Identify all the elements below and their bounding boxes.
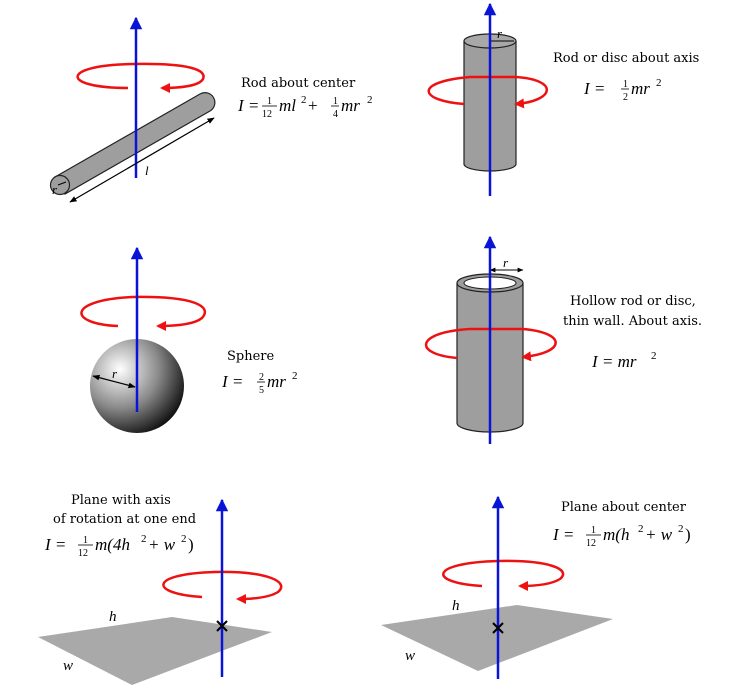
svg-text:2: 2 bbox=[638, 523, 644, 535]
svg-text:2: 2 bbox=[259, 372, 264, 383]
svg-text:+ w: + w bbox=[645, 525, 673, 544]
formula: I = 1 12 m(h 2 + w 2 ) bbox=[552, 523, 691, 549]
radius-label: r bbox=[497, 26, 503, 41]
radius-label: r bbox=[52, 182, 58, 197]
formula: I = 1 2 mr 2 bbox=[583, 77, 662, 103]
svg-text:I =: I = bbox=[221, 372, 243, 391]
svg-text:mr: mr bbox=[341, 96, 360, 115]
svg-text:I =: I = bbox=[583, 79, 605, 98]
svg-text:12: 12 bbox=[78, 548, 88, 559]
rotation-arrow bbox=[80, 295, 207, 331]
panel-sphere: r Sphere I = 2 5 mr 2 bbox=[80, 246, 298, 433]
length-dimension bbox=[69, 117, 215, 203]
panel-title: Rod or disc about axis bbox=[553, 51, 699, 66]
panel-hollow: r Hollow rod or disc, thin wall. About a… bbox=[425, 235, 702, 444]
pivot-mark bbox=[216, 620, 228, 632]
panel-plane-center: h w Plane about center I = 1 12 m(h 2 + … bbox=[381, 495, 691, 679]
svg-text:1: 1 bbox=[591, 525, 596, 536]
rotation-arrow bbox=[442, 559, 565, 591]
svg-text:1: 1 bbox=[333, 96, 338, 107]
panel-title-line1: Hollow rod or disc, bbox=[570, 294, 696, 309]
svg-text:2: 2 bbox=[141, 533, 147, 545]
svg-text:2: 2 bbox=[301, 94, 307, 106]
plane-shape bbox=[38, 617, 272, 685]
svg-text:mr: mr bbox=[631, 79, 650, 98]
svg-text:1: 1 bbox=[623, 79, 628, 90]
formula: I = 2 5 mr 2 bbox=[221, 370, 298, 396]
panel-plane-end: h w Plane with axis of rotation at one e… bbox=[38, 493, 283, 685]
svg-text:2: 2 bbox=[292, 370, 298, 382]
svg-text:2: 2 bbox=[367, 94, 373, 106]
svg-text:12: 12 bbox=[586, 538, 596, 549]
svg-text:12: 12 bbox=[262, 109, 272, 120]
rotation-arrow bbox=[427, 75, 548, 109]
formula: I = mr 2 bbox=[591, 350, 657, 371]
svg-text:2: 2 bbox=[651, 350, 657, 362]
svg-text:+ w: + w bbox=[148, 535, 176, 554]
svg-text:2: 2 bbox=[181, 533, 187, 545]
rotation-arrow bbox=[162, 570, 283, 604]
svg-text:2: 2 bbox=[623, 92, 628, 103]
radius-label: r bbox=[503, 255, 509, 270]
w-label: w bbox=[405, 648, 415, 664]
svg-text:I =: I = bbox=[552, 525, 574, 544]
formula: I = 1 12 ml 2 + 1 4 mr 2 bbox=[237, 94, 373, 120]
svg-text:4: 4 bbox=[333, 109, 338, 120]
svg-text:I =: I = bbox=[44, 535, 66, 554]
svg-text:): ) bbox=[188, 535, 194, 554]
panel-rod-center: l r Rod about center I = 1 12 ml 2 + 1 4… bbox=[49, 16, 373, 203]
svg-text:+: + bbox=[308, 96, 318, 115]
panel-title: Sphere bbox=[227, 349, 275, 364]
svg-text:2: 2 bbox=[678, 523, 684, 535]
panel-title: Plane about center bbox=[561, 500, 687, 515]
h-label: h bbox=[452, 598, 460, 614]
svg-text:ml: ml bbox=[279, 96, 296, 115]
svg-text:mr: mr bbox=[267, 372, 286, 391]
panel-title-line2: thin wall. About axis. bbox=[563, 314, 702, 329]
panel-title-line1: Plane with axis bbox=[71, 493, 171, 508]
w-label: w bbox=[63, 658, 73, 674]
svg-text:I =: I = bbox=[237, 96, 259, 115]
rotation-arrow bbox=[76, 62, 205, 93]
svg-text:m(h: m(h bbox=[603, 525, 629, 544]
length-label: l bbox=[145, 163, 149, 178]
rotation-arrow bbox=[425, 327, 557, 362]
svg-text:2: 2 bbox=[656, 77, 662, 89]
panel-title-line2: of rotation at one end bbox=[53, 512, 196, 527]
svg-text:1: 1 bbox=[83, 535, 88, 546]
h-label: h bbox=[109, 609, 117, 625]
svg-text:I = mr: I = mr bbox=[591, 352, 637, 371]
panel-title: Rod about center bbox=[241, 76, 356, 91]
panel-rod-axis: r Rod or disc about axis I = 1 2 mr 2 bbox=[427, 2, 699, 196]
center-mark bbox=[492, 622, 504, 634]
svg-text:m(4h: m(4h bbox=[95, 535, 130, 554]
formula: I = 1 12 m(4h 2 + w 2 ) bbox=[44, 533, 194, 559]
rod-shape bbox=[49, 92, 216, 196]
svg-text:1: 1 bbox=[267, 96, 272, 107]
radius-label: r bbox=[112, 366, 118, 381]
svg-text:): ) bbox=[685, 525, 691, 544]
svg-text:5: 5 bbox=[259, 385, 264, 396]
radius-dimension bbox=[92, 374, 136, 389]
